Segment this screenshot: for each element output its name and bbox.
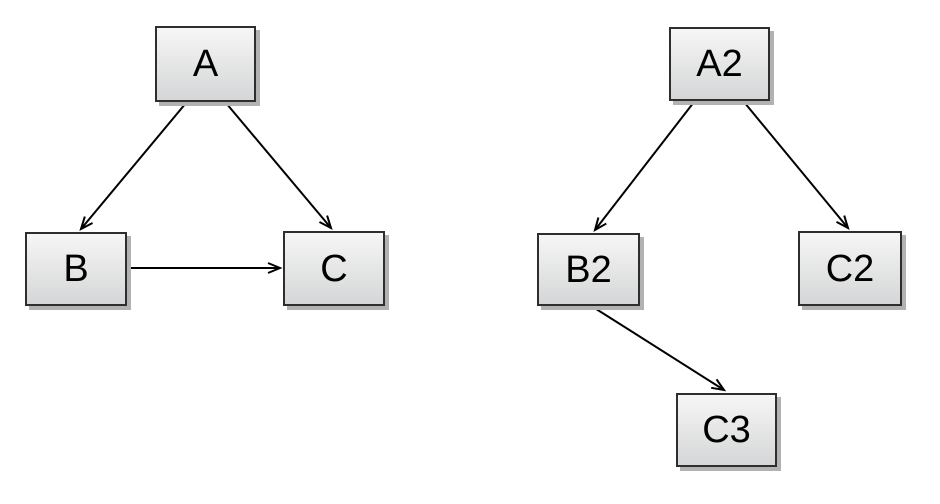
node-label-B: B — [63, 248, 89, 290]
node-label-C3: C3 — [702, 409, 751, 451]
node-label-C2: C2 — [825, 247, 875, 290]
node-label-A: A — [192, 43, 219, 85]
node-A[interactable]: A — [155, 26, 256, 102]
node-B2[interactable]: B2 — [537, 233, 640, 306]
node-B[interactable]: B — [25, 232, 127, 306]
node-label-B2: B2 — [565, 248, 612, 291]
node-A2[interactable]: A2 — [669, 27, 770, 101]
node-label-C: C — [320, 247, 348, 290]
node-C3[interactable]: C3 — [676, 393, 777, 467]
node-C2[interactable]: C2 — [798, 231, 902, 306]
node-C[interactable]: C — [283, 231, 385, 306]
node-label-A2: A2 — [696, 43, 743, 85]
